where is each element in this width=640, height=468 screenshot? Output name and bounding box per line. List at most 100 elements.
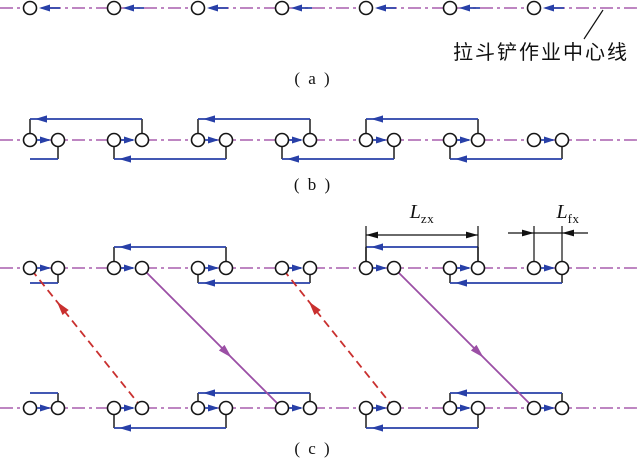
position-circle [526, 400, 542, 416]
position-circle [274, 260, 290, 276]
position-circle [470, 132, 486, 148]
dim-arrow-icon [562, 229, 574, 237]
dim-lfx-subscript: fx [567, 211, 580, 226]
retreat-arrow-icon [123, 4, 134, 12]
position-circle [218, 132, 234, 148]
dim-arrow-icon [466, 231, 478, 239]
dim-lfx-symbol: L [556, 201, 568, 223]
retreat-arrow-icon [375, 4, 386, 12]
retreat-arrow-icon [543, 4, 554, 12]
pair-advance-arrow-icon [460, 264, 471, 272]
loop-arrow-icon [119, 243, 131, 251]
pair-advance-arrow-icon [292, 264, 303, 272]
return-walk-line [29, 267, 143, 409]
position-circle [358, 0, 374, 16]
pair-advance-arrow-icon [376, 404, 387, 412]
position-circle [554, 132, 570, 148]
position-circle [50, 400, 66, 416]
pair-advance-arrow-icon [460, 404, 471, 412]
pair-advance-arrow-icon [544, 264, 555, 272]
position-circle [442, 132, 458, 148]
dim-arrow-icon [366, 231, 378, 239]
pair-advance-arrow-icon [460, 136, 471, 144]
loop-arrow-icon [203, 389, 215, 397]
position-circle [358, 400, 374, 416]
walk-arrow-icon [308, 301, 321, 315]
dim-arrow-icon [522, 229, 534, 237]
position-circle [218, 400, 234, 416]
position-circle [470, 400, 486, 416]
section-label-a: ( a ) [294, 69, 332, 88]
loop-arrow-icon [371, 115, 383, 123]
loop-arrow-icon [119, 155, 131, 163]
label-leader-line [583, 9, 604, 40]
section-label-b: ( b ) [293, 175, 333, 194]
pair-advance-arrow-icon [40, 136, 51, 144]
walk-arrow-icon [470, 344, 484, 358]
loop-arrow-icon [455, 155, 467, 163]
centerline-label: 拉斗铲作业中心线 [453, 42, 629, 64]
loop-arrow-icon [455, 279, 467, 287]
position-circle [470, 260, 486, 276]
retreat-arrow-icon [207, 4, 218, 12]
transfer-walk-line [141, 267, 283, 409]
pair-advance-arrow-icon [292, 136, 303, 144]
position-circle [442, 260, 458, 276]
position-circle [190, 260, 206, 276]
loop-arrow-icon [119, 424, 131, 432]
return-walk-line [281, 267, 395, 409]
position-circle [50, 260, 66, 276]
loop-arrow-icon [203, 115, 215, 123]
pair-advance-arrow-icon [124, 136, 135, 144]
walk-arrow-icon [56, 301, 69, 315]
position-circle [442, 0, 458, 16]
position-circle [554, 260, 570, 276]
dim-lzx-subscript: zx [420, 211, 435, 226]
retreat-arrow-icon [291, 4, 302, 12]
loop-arrow-icon [287, 155, 299, 163]
position-circle [386, 260, 402, 276]
position-circle [22, 132, 38, 148]
position-circle [358, 132, 374, 148]
dim-label-lfx: Lfx [546, 201, 590, 226]
pair-advance-arrow-icon [40, 404, 51, 412]
position-circle [134, 260, 150, 276]
pair-advance-arrow-icon [124, 404, 135, 412]
position-circle [190, 400, 206, 416]
retreat-arrow-icon [39, 4, 50, 12]
section-label-c: ( c ) [294, 439, 332, 458]
loop-arrow-icon [371, 243, 383, 251]
pair-advance-arrow-icon [208, 264, 219, 272]
position-circle [190, 0, 206, 16]
position-circle [274, 400, 290, 416]
loop-arrow-icon [455, 389, 467, 397]
pair-advance-arrow-icon [376, 136, 387, 144]
position-circle [106, 260, 122, 276]
position-circle [22, 400, 38, 416]
position-circle [302, 132, 318, 148]
dim-label-lzx: Lzx [398, 201, 446, 226]
position-circle [106, 132, 122, 148]
position-circle [554, 400, 570, 416]
position-circle [386, 132, 402, 148]
position-circle [302, 260, 318, 276]
position-circle [22, 260, 38, 276]
pair-advance-arrow-icon [544, 136, 555, 144]
pair-advance-arrow-icon [124, 264, 135, 272]
retreat-arrow-icon [459, 4, 470, 12]
pair-advance-arrow-icon [544, 404, 555, 412]
position-circle [274, 132, 290, 148]
position-circle [526, 260, 542, 276]
position-circle [106, 400, 122, 416]
pair-advance-arrow-icon [376, 264, 387, 272]
transfer-walk-line [393, 267, 535, 409]
walk-arrow-icon [218, 344, 232, 358]
position-circle [106, 0, 122, 16]
position-circle [358, 260, 374, 276]
position-circle [134, 132, 150, 148]
pair-advance-arrow-icon [40, 264, 51, 272]
position-circle [22, 0, 38, 16]
position-circle [134, 400, 150, 416]
